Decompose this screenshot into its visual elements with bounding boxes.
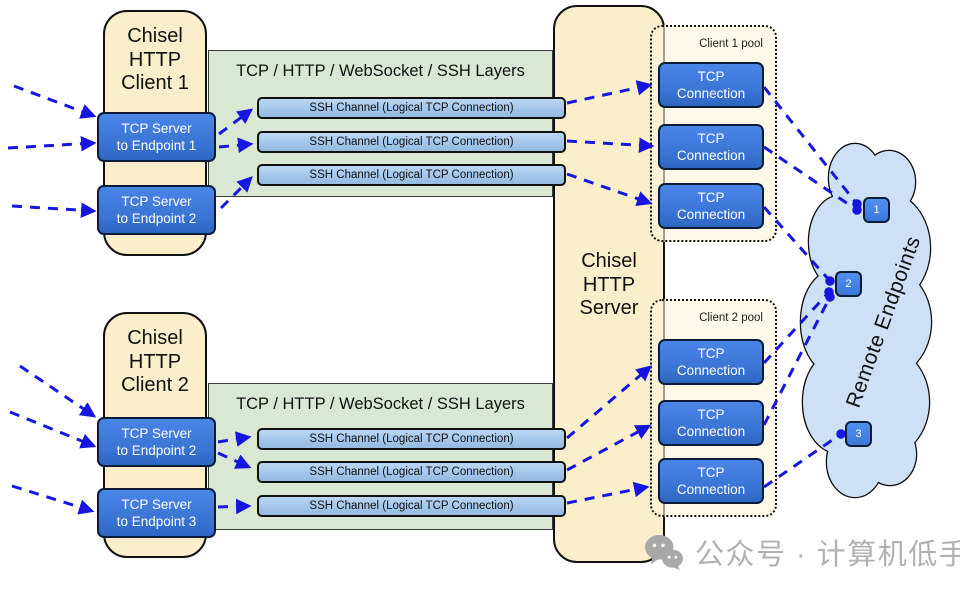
tcp-connection-box: TCP Connection (658, 339, 764, 385)
tcp-connection-box: TCP Connection (658, 124, 764, 170)
tcp-connection-label-line: TCP (697, 407, 725, 422)
tcp-connection-label-line: Connection (676, 363, 746, 378)
client-title-line: Client 2 (121, 374, 189, 396)
tcp-connection-label-line: Connection (676, 148, 746, 163)
server-title-line: HTTP (582, 273, 636, 296)
client-title-line: HTTP (128, 350, 182, 373)
tcp-connection-label-line: Connection (676, 86, 746, 101)
tcp-server-label-line: to Endpoint 2 (116, 443, 197, 458)
ssh-channel-bar: SSH Channel (Logical TCP Connection) (257, 461, 566, 483)
watermark-text: 公众号 · 计算机低手 (695, 539, 960, 571)
server-title-line: Server (579, 297, 639, 319)
chisel-client-1-title: Chisel HTTP Client 1 (105, 12, 205, 96)
chisel-client-2-title: Chisel HTTP Client 2 (105, 314, 205, 398)
tcp-connection-label-line: TCP (697, 465, 725, 480)
ssh-channel-bar: SSH Channel (Logical TCP Connection) (257, 131, 566, 153)
remote-endpoints-cloud (799, 142, 933, 499)
tcp-connection-label-line: TCP (697, 346, 725, 361)
endpoint-badge-1: 1 (863, 197, 890, 223)
server-title-line: Chisel (581, 250, 637, 272)
tcp-server-box-4: TCP Server to Endpoint 3 (97, 488, 216, 538)
ssh-channel-bar: SSH Channel (Logical TCP Connection) (257, 495, 566, 517)
tcp-server-box-2: TCP Server to Endpoint 2 (97, 185, 216, 235)
layer-band-1-label: TCP / HTTP / WebSocket / SSH Layers (236, 62, 525, 80)
ssh-channel-bar: SSH Channel (Logical TCP Connection) (257, 97, 566, 119)
tcp-connection-label-line: Connection (676, 424, 746, 439)
tcp-connection-box: TCP Connection (658, 400, 764, 446)
client-title-line: HTTP (128, 48, 182, 71)
client-title-line: Chisel (127, 327, 183, 349)
layer-band-2-label: TCP / HTTP / WebSocket / SSH Layers (236, 395, 525, 413)
tcp-server-box-1: TCP Server to Endpoint 1 (97, 112, 216, 162)
tcp-server-box-3: TCP Server to Endpoint 2 (97, 417, 216, 467)
tcp-server-label-line: TCP Server (121, 194, 192, 209)
tcp-server-label-line: to Endpoint 1 (116, 138, 197, 153)
tcp-connection-label-line: TCP (697, 190, 725, 205)
tcp-server-label-line: to Endpoint 3 (116, 514, 197, 529)
tcp-connection-label-line: TCP (697, 69, 725, 84)
ssh-channel-bar: SSH Channel (Logical TCP Connection) (257, 164, 566, 186)
endpoint-badge-2: 2 (835, 271, 862, 297)
client-1-pool-label: Client 1 pool (699, 38, 763, 50)
client-title-line: Client 1 (121, 72, 189, 94)
client-2-pool-label: Client 2 pool (699, 312, 763, 324)
chisel-server-title: Chisel HTTP Server (555, 7, 663, 321)
tcp-connection-box: TCP Connection (658, 62, 764, 108)
tcp-server-label-line: TCP Server (121, 121, 192, 136)
tcp-server-label-line: TCP Server (121, 426, 192, 441)
tcp-server-label-line: TCP Server (121, 497, 192, 512)
watermark: 公众号 · 计算机低手 (643, 531, 960, 573)
tcp-connection-label-line: Connection (676, 207, 746, 222)
tcp-connection-label-line: Connection (676, 482, 746, 497)
endpoint-badge-3: 3 (845, 421, 872, 447)
tcp-connection-box: TCP Connection (658, 183, 764, 229)
tcp-connection-label-line: TCP (697, 131, 725, 146)
tcp-connection-box: TCP Connection (658, 458, 764, 504)
wechat-icon (645, 534, 683, 571)
client-title-line: Chisel (127, 25, 183, 47)
chisel-server-box: Chisel HTTP Server (553, 5, 665, 563)
ssh-channel-bar: SSH Channel (Logical TCP Connection) (257, 428, 566, 450)
tcp-server-label-line: to Endpoint 2 (116, 211, 197, 226)
